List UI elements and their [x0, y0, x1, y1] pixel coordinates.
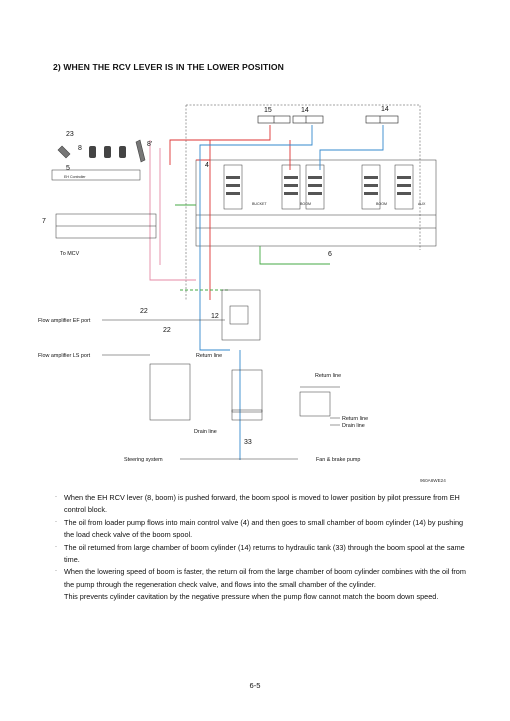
- bullet-4: ·When the lowering speed of boom is fast…: [55, 567, 466, 589]
- label-5: 5: [66, 165, 70, 172]
- label-22a: 22: [140, 308, 148, 315]
- label-boom-b: BOOM: [376, 202, 387, 206]
- label-drain-a: Drain line: [342, 423, 365, 429]
- label-to-mcv: To MCV: [60, 251, 80, 257]
- label-7: 7: [42, 218, 46, 225]
- bullet-2: ·The oil from loader pump flows into mai…: [55, 517, 464, 540]
- label-12: 12: [211, 313, 219, 320]
- label-steering: Steering system: [124, 457, 163, 463]
- label-22b: 22: [163, 327, 171, 334]
- label-boom-a: BOOM: [300, 202, 311, 206]
- label-return-a: Return line: [196, 353, 222, 359]
- label-drain-b: Drain line: [194, 429, 217, 435]
- figure-code: 960A6WE24: [420, 478, 446, 483]
- label-eh-controller: EH Controller: [64, 175, 86, 179]
- page-number: 6-5: [249, 681, 261, 690]
- bullet-1: ·When the EH RCV lever (8, boom) is push…: [55, 493, 460, 515]
- label-aux: AUX: [418, 202, 426, 206]
- label-bucket: BUCKET: [252, 202, 267, 206]
- section-heading: 2) WHEN THE RCV LEVER IS IN THE LOWER PO…: [53, 62, 284, 72]
- label-8prime: 8': [147, 141, 152, 148]
- boom-cylinder-15: [257, 115, 291, 124]
- continuation-text: This prevents cylinder cavitation by the…: [64, 592, 439, 602]
- label-6: 6: [328, 251, 332, 258]
- label-flow-ef: Flow amplifier EF port: [38, 318, 91, 324]
- flow-amplifier-block: [221, 289, 261, 341]
- hydraulic-circuit-diagram: 15 14 14 23 8 8' 5 4 7 6 22 12 22 33 To …: [38, 104, 437, 463]
- label-fan-brake: Fan & brake pump: [316, 457, 360, 463]
- label-return-b: Return line: [315, 373, 341, 379]
- main-control-valve: [195, 159, 437, 247]
- label-flow-ls: Flow amplifier LS port: [38, 353, 91, 359]
- label-23: 23: [66, 131, 74, 138]
- label-4: 4: [205, 162, 209, 169]
- label-14a: 14: [301, 107, 309, 114]
- label-33: 33: [244, 439, 252, 446]
- label-8: 8: [78, 145, 82, 152]
- description-list: ·When the EH RCV lever (8, boom) is push…: [50, 492, 470, 604]
- label-14b: 14: [381, 106, 389, 113]
- bullet-3: ·The oil returned from large chamber of …: [55, 542, 465, 565]
- label-return-c: Return line: [342, 416, 368, 422]
- label-15: 15: [264, 107, 272, 114]
